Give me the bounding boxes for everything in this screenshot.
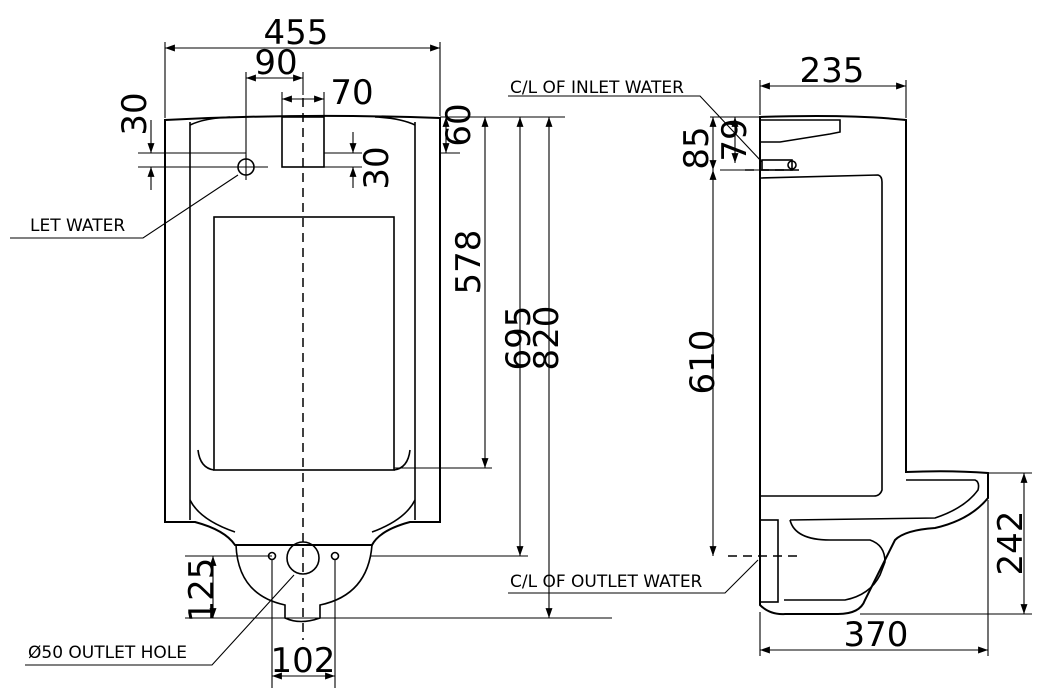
label-cl-inlet: C/L OF INLET WATER <box>510 78 684 98</box>
front-bowl-left-lip <box>197 449 215 471</box>
side-inner-cavity <box>759 174 883 497</box>
dim-610: 610 <box>683 330 723 395</box>
dim-90: 90 <box>254 43 297 83</box>
front-bowl-window <box>213 216 395 471</box>
side-outlet-stub <box>759 519 779 603</box>
front-view: 455 90 70 30 30 60 578 <box>10 13 612 688</box>
dim-820: 820 <box>527 306 567 371</box>
dim-60: 60 <box>439 103 479 146</box>
leader-cl-inlet <box>508 95 763 163</box>
dim-125: 125 <box>182 558 222 623</box>
dim-235: 235 <box>800 51 865 91</box>
dim-695: 695 <box>499 306 539 371</box>
dim-70: 70 <box>330 73 373 113</box>
dim-30-top: 30 <box>115 92 155 135</box>
leader-cl-outlet <box>508 559 759 594</box>
side-bowl-inner <box>784 519 886 601</box>
front-top-left-curve <box>189 116 231 126</box>
leader-inlet-water <box>10 174 239 239</box>
side-top-bracket <box>760 119 841 143</box>
dim-79: 79 <box>715 118 755 161</box>
front-bowl-right-lip <box>393 449 411 471</box>
label-cl-outlet: C/L OF OUTLET WATER <box>510 572 703 592</box>
side-inlet-point <box>787 160 797 170</box>
front-fix-hole-right <box>330 551 340 561</box>
dim-30-side: 30 <box>357 146 397 189</box>
side-body-outline <box>759 115 989 616</box>
front-inner-bottom-left <box>189 499 236 533</box>
label-outlet-hole: Ø50 OUTLET HOLE <box>28 643 187 663</box>
dim-85: 85 <box>677 126 717 169</box>
dim-102: 102 <box>271 641 336 681</box>
leader-outlet-hole <box>25 574 295 666</box>
side-bowl-rim <box>789 479 980 521</box>
front-inner-bottom-right <box>371 499 416 533</box>
front-top-right-curve <box>374 116 416 126</box>
label-inlet-water: LET WATER <box>30 216 125 236</box>
front-body-outline <box>164 114 441 546</box>
side-view: 235 85 79 610 242 370 C/L OF INLET WATER… <box>508 51 1032 656</box>
dim-370: 370 <box>844 615 909 655</box>
dim-578: 578 <box>449 230 489 295</box>
dim-242: 242 <box>991 511 1031 576</box>
front-outlet-skirt <box>235 544 373 623</box>
dim-455: 455 <box>264 13 329 53</box>
